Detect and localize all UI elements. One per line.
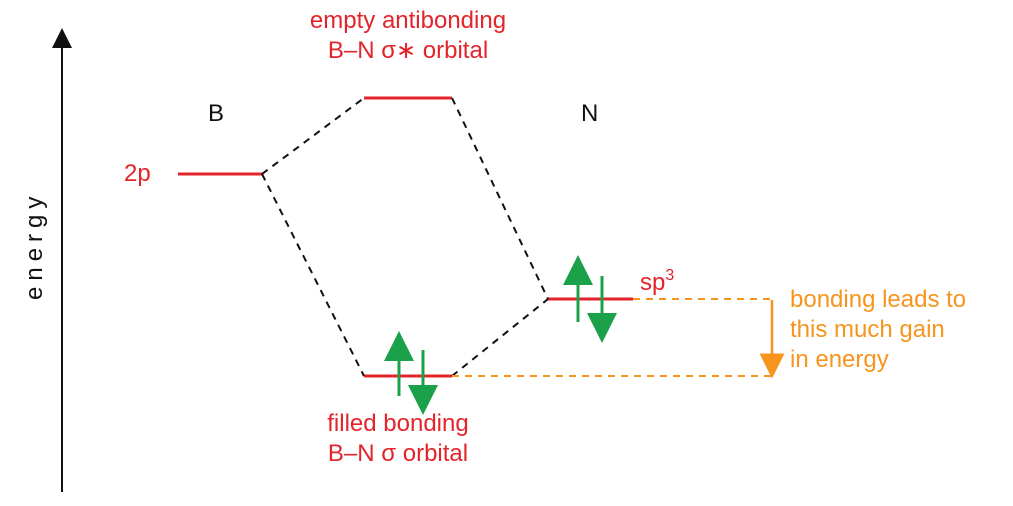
gain-text-line2: this much gain: [790, 316, 945, 343]
gain-text-line3: in energy: [790, 346, 889, 373]
gain-text-line1: bonding leads to: [790, 286, 966, 313]
antibonding-label-line1: empty antibonding: [310, 7, 506, 34]
energy-axis-label: energy: [21, 191, 48, 300]
orbital-connectors: [261, 97, 549, 377]
connector-antibonding-to-sp3: [451, 97, 549, 300]
antibonding-label-line2: B–N σ∗ orbital: [328, 37, 488, 64]
nitrogen-sp3-label: sp3: [640, 267, 674, 296]
atom-label-nitrogen: N: [581, 100, 598, 127]
connector-2p-to-antibonding: [261, 97, 365, 175]
connector-2p-to-bonding: [261, 173, 365, 377]
bonding-label-line1: filled bonding: [327, 410, 468, 437]
bonding-label-line2: B–N σ orbital: [328, 440, 468, 467]
energy-gain-guides: [452, 298, 774, 377]
atom-label-boron: B: [208, 100, 224, 127]
nitrogen-sp3-superscript: 3: [665, 267, 674, 284]
boron-2p-label: 2p: [124, 160, 151, 187]
connector-bonding-to-sp3: [451, 298, 549, 377]
